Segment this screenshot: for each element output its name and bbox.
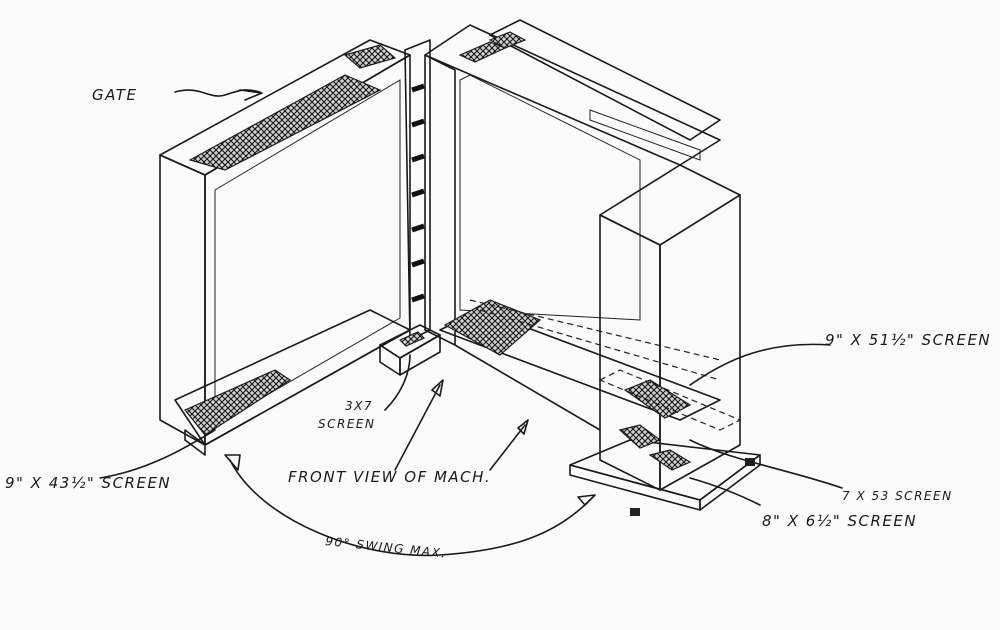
gate-top-screen — [188, 74, 382, 171]
label-screen-8x6: 8" X 6½" SCREEN — [762, 512, 917, 530]
screen-7x53 — [618, 424, 662, 449]
leader-lines — [99, 89, 843, 557]
label-screen-9x51: 9" X 51½" SCREEN — [825, 331, 991, 349]
label-screen-7x53: 7 X 53 SCREEN — [842, 489, 953, 503]
screen-8x6 — [648, 449, 692, 471]
right-frame — [424, 19, 721, 431]
label-gate: GATE — [92, 86, 137, 104]
center-post — [379, 39, 441, 376]
screen-9x43 — [184, 369, 292, 436]
label-swing: 90° SWING MAX. — [325, 534, 448, 561]
label-screen-9x43: 9" X 43½" SCREEN — [5, 474, 171, 492]
right-cabinet — [569, 164, 761, 516]
gate-frame — [159, 39, 411, 456]
label-front-view: FRONT VIEW OF MACH. — [288, 468, 491, 486]
screen-9x51 — [623, 379, 692, 419]
label-3x7-a: 3X7 — [345, 399, 373, 413]
label-3x7-b: SCREEN — [318, 417, 375, 431]
